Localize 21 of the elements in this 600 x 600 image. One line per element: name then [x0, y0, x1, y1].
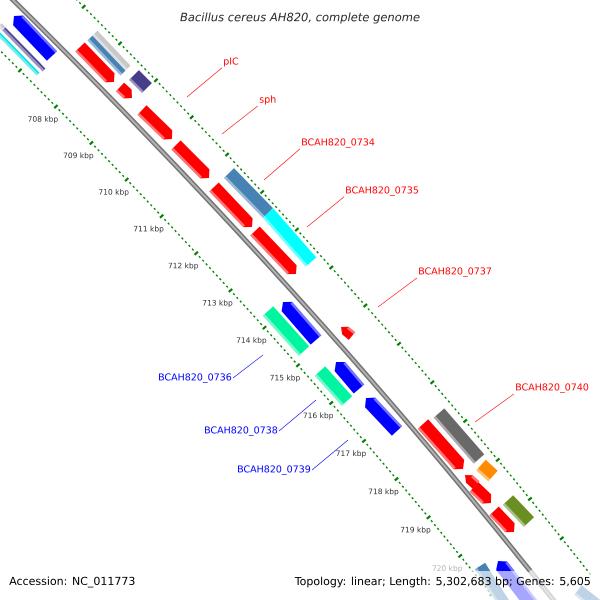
- leader-line: [312, 440, 348, 470]
- gene-label: BCAH820_0734: [302, 138, 374, 148]
- gene-label: BCAH820_0739: [238, 465, 310, 475]
- leader-line: [306, 196, 344, 228]
- leader-line: [474, 394, 514, 422]
- footer-text: Topology: linear; Length: 5,302,683 bp; Genes: 5,605: [294, 576, 590, 588]
- title: Bacillus cereus AH820, complete genome: [180, 12, 420, 24]
- gene-label: BCAH820_0740: [516, 383, 588, 393]
- leader-line: [378, 278, 418, 308]
- gene-label: BCAH820_0738: [205, 426, 278, 436]
- leader-line: [222, 106, 258, 134]
- gene-label: sph: [260, 95, 276, 105]
- leader-line: [264, 148, 300, 180]
- gene-label: BCAH820_0735: [346, 186, 418, 196]
- leader-line: [186, 67, 222, 98]
- gene-label: BCAH820_0736: [159, 373, 232, 383]
- footer-text: Accession: NC_011773: [9, 576, 134, 588]
- gene-label: BCAH820_0737: [419, 267, 492, 277]
- gene-label: pIC: [224, 57, 238, 67]
- leader-line: [278, 400, 316, 432]
- leader-line: [232, 354, 264, 378]
